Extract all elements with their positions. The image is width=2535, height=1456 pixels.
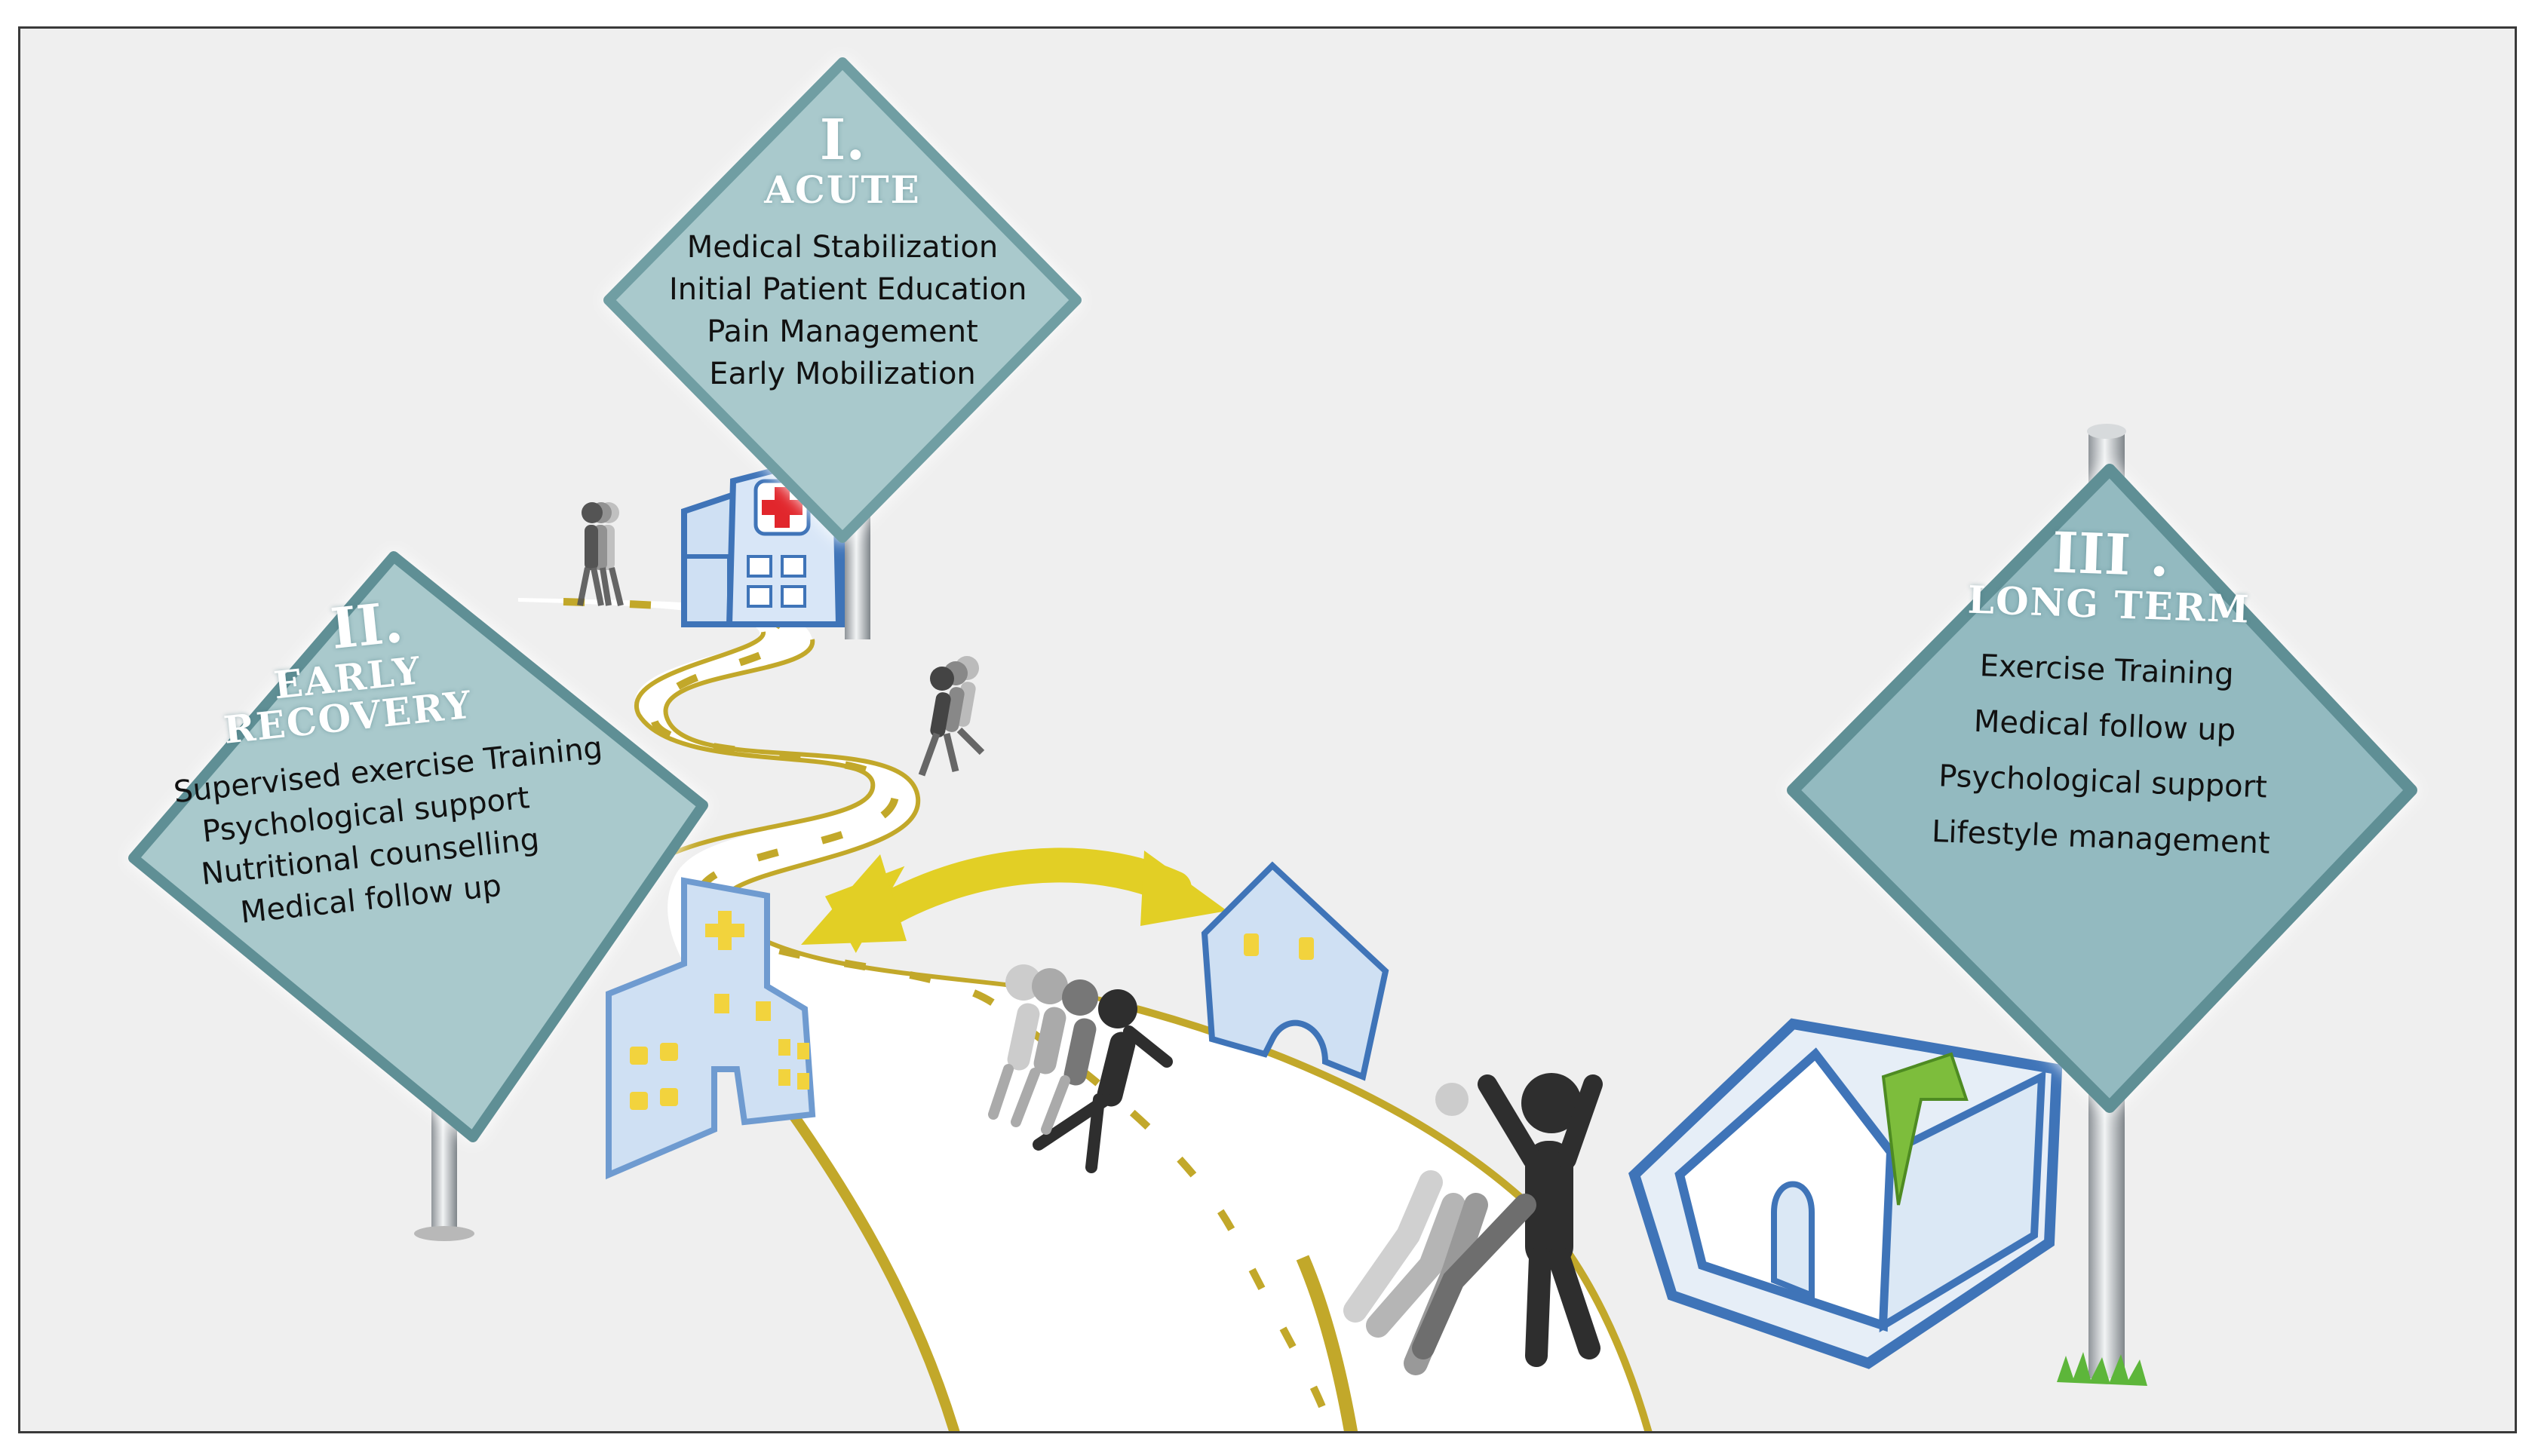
house-icon <box>1201 861 1389 1081</box>
road-edge-upper-right <box>663 639 1137 1011</box>
road-center-line <box>563 598 1336 1431</box>
sign-acute-title: ACUTE <box>764 167 921 212</box>
sign-acute: I. ACUTE Medical Stabilization Initial P… <box>669 108 1027 395</box>
sign-long-term: III . LONG TERM Exercise Training Medica… <box>1889 519 2322 872</box>
sign-acute-item: Pain Management <box>707 314 978 350</box>
diagram-frame: I. ACUTE Medical Stabilization Initial P… <box>18 26 2517 1433</box>
clinic-icon <box>606 877 816 1180</box>
grass-icon <box>2057 1352 2147 1386</box>
sign-acute-item: Initial Patient Education <box>669 272 1027 308</box>
sign-early-recovery: II. EARLY RECOVERY Supervised exercise T… <box>155 571 654 940</box>
sign-iii-board <box>1787 464 2417 1113</box>
sign-acute-numeral: I. <box>819 108 866 173</box>
double-arrow-icon <box>801 848 1227 953</box>
walking-people-icon <box>577 502 1603 1375</box>
sign-i-board <box>603 57 1082 543</box>
sign-iii-pole-cap <box>2087 424 2126 439</box>
sign-ii-board <box>128 551 708 1142</box>
home-icon <box>1628 1018 2063 1369</box>
sign-ii-pole-base <box>414 1226 474 1241</box>
diagram-canvas <box>128 57 2417 1431</box>
sign-acute-item: Medical Stabilization <box>686 230 999 265</box>
road-center-line-near <box>1296 1255 1358 1431</box>
road-edge-left <box>778 1096 960 1431</box>
sign-acute-item: Early Mobilization <box>709 357 976 392</box>
